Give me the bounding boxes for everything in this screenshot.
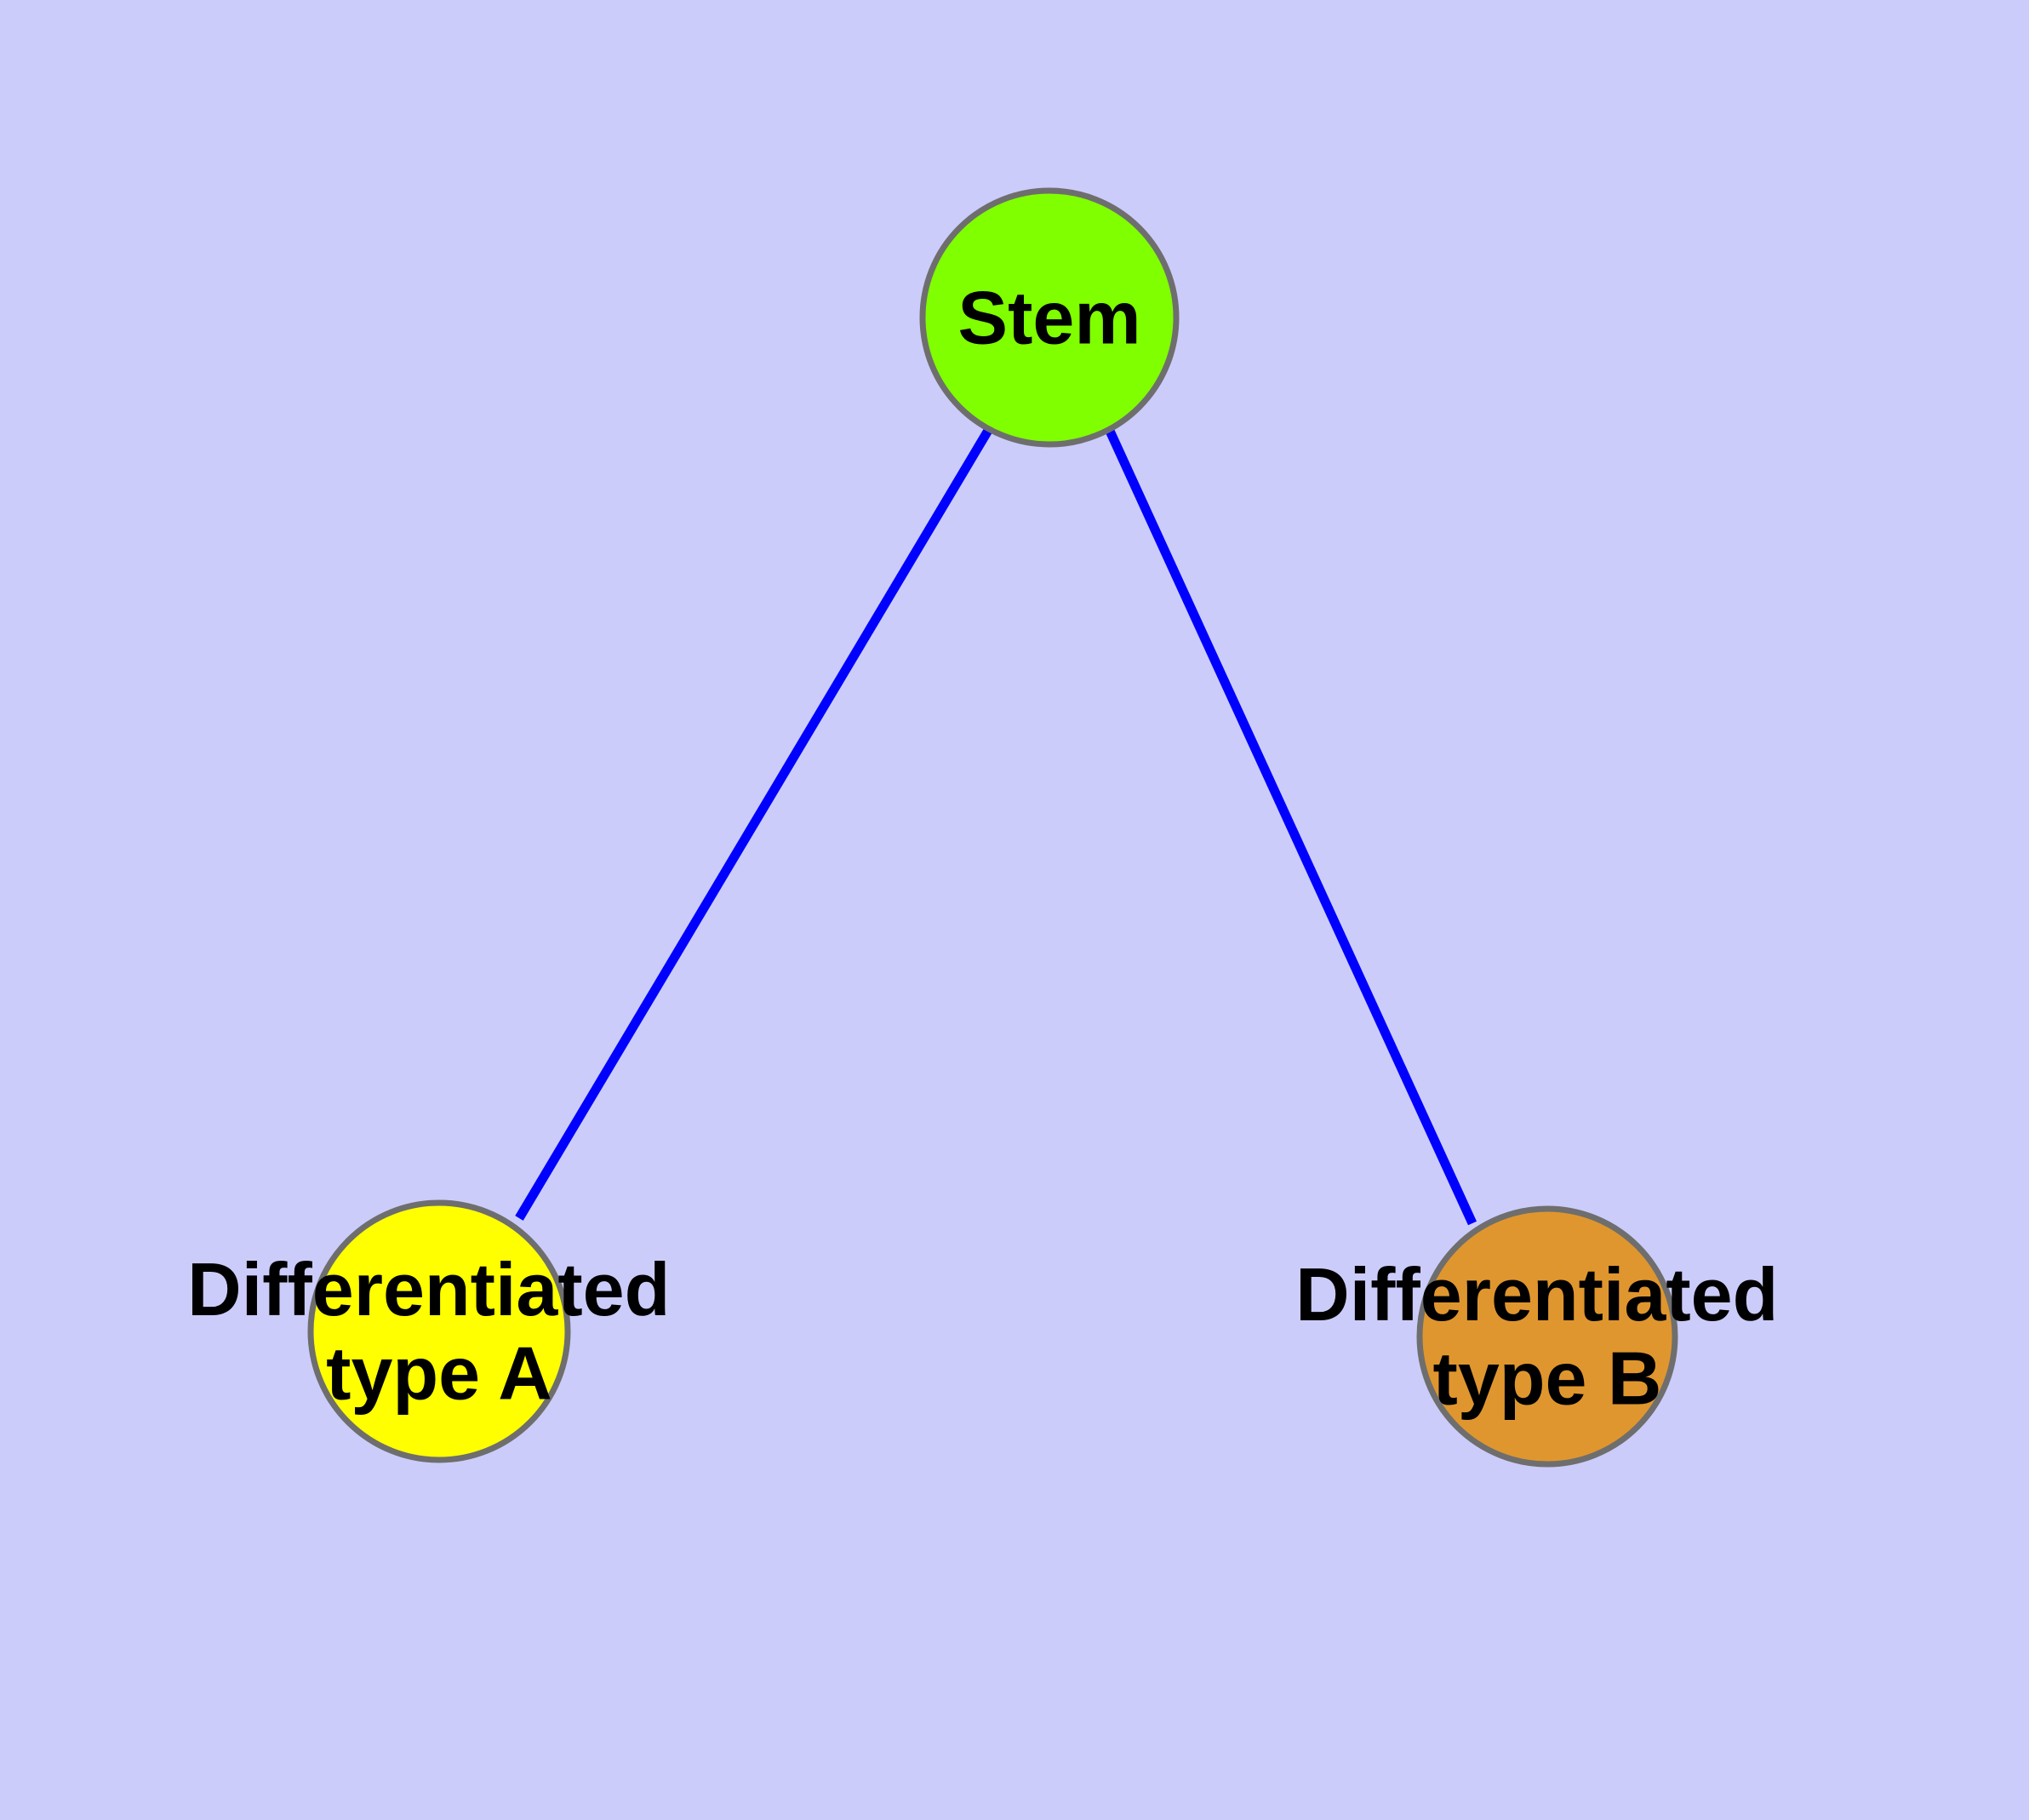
edge-stem-to-differentiated-type-b[interactable] [1104, 426, 1477, 1226]
node-stem[interactable]: Stem [919, 187, 1180, 448]
node-stem-label: Stem [957, 276, 1140, 360]
node-differentiated-type-b-label-line-2: type B [1433, 1336, 1662, 1421]
node-differentiated-type-a[interactable]: Differentiated type A [187, 1199, 691, 1463]
node-differentiated-type-a-circle[interactable] [307, 1199, 571, 1463]
node-differentiated-type-b[interactable]: Differentiated type B [1295, 1205, 1799, 1468]
node-differentiated-type-a-label-line-2: type A [326, 1331, 552, 1416]
edge-stem-to-differentiated-type-a[interactable] [515, 426, 993, 1221]
node-stem-label-line-1: Stem [957, 276, 1140, 360]
node-differentiated-type-a-label-line-1: Differentiated [187, 1247, 670, 1331]
node-stem-circle[interactable] [919, 187, 1180, 448]
edge-layer [515, 426, 1477, 1226]
node-layer: Stem Differentiated type A Differentiate… [187, 187, 1799, 1468]
node-differentiated-type-b-label: Differentiated type B [1295, 1246, 1799, 1421]
node-differentiated-type-b-circle[interactable] [1416, 1205, 1678, 1468]
node-differentiated-type-b-label-line-1: Differentiated [1295, 1252, 1778, 1336]
node-differentiated-type-a-label: Differentiated type A [187, 1241, 691, 1416]
